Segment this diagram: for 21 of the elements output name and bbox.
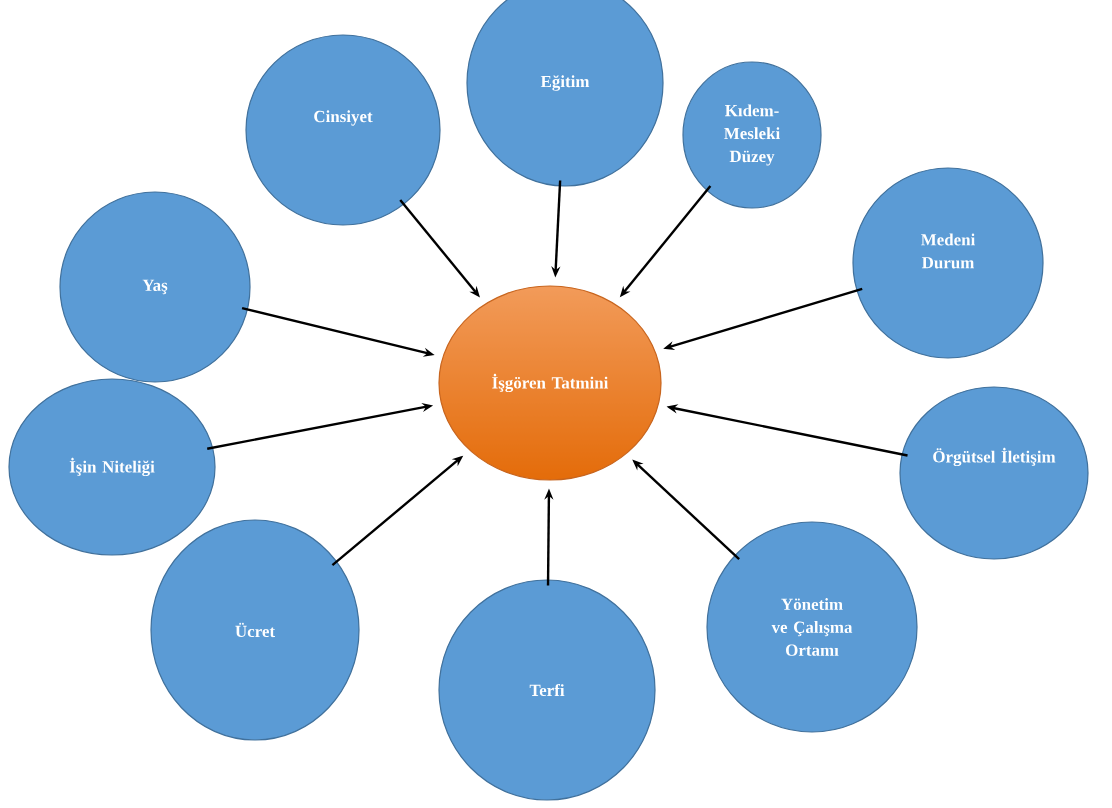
factor-ellipse bbox=[8, 378, 216, 556]
node-label: Eğitim bbox=[540, 75, 590, 91]
node-label: Medeni Durum bbox=[921, 233, 976, 269]
node-label: İşgören Tatmini bbox=[492, 373, 609, 393]
node-label: Yaş bbox=[142, 279, 168, 295]
node-label: Cinsiyet bbox=[314, 110, 373, 126]
factor-ellipse bbox=[899, 386, 1089, 560]
node-label: İşin Niteliği bbox=[69, 457, 155, 477]
node-label: Kıdem-Mesleki Düzey bbox=[724, 104, 780, 166]
factor-ellipse bbox=[59, 191, 251, 383]
node-label: Terfi bbox=[529, 683, 565, 697]
factor-ellipse bbox=[150, 519, 360, 741]
node-label: Ücret bbox=[235, 622, 275, 638]
central-ellipse bbox=[438, 285, 662, 481]
node-label: Yönetim ve Çalışma Ortamı bbox=[771, 598, 853, 656]
factor-ellipse bbox=[245, 34, 441, 226]
factor-ellipse bbox=[852, 167, 1044, 359]
node-label: Örgütsel İletişim bbox=[933, 447, 1056, 467]
factor-ellipse bbox=[438, 579, 656, 801]
factor-ellipse bbox=[682, 61, 822, 209]
factor-ellipse bbox=[706, 521, 918, 733]
